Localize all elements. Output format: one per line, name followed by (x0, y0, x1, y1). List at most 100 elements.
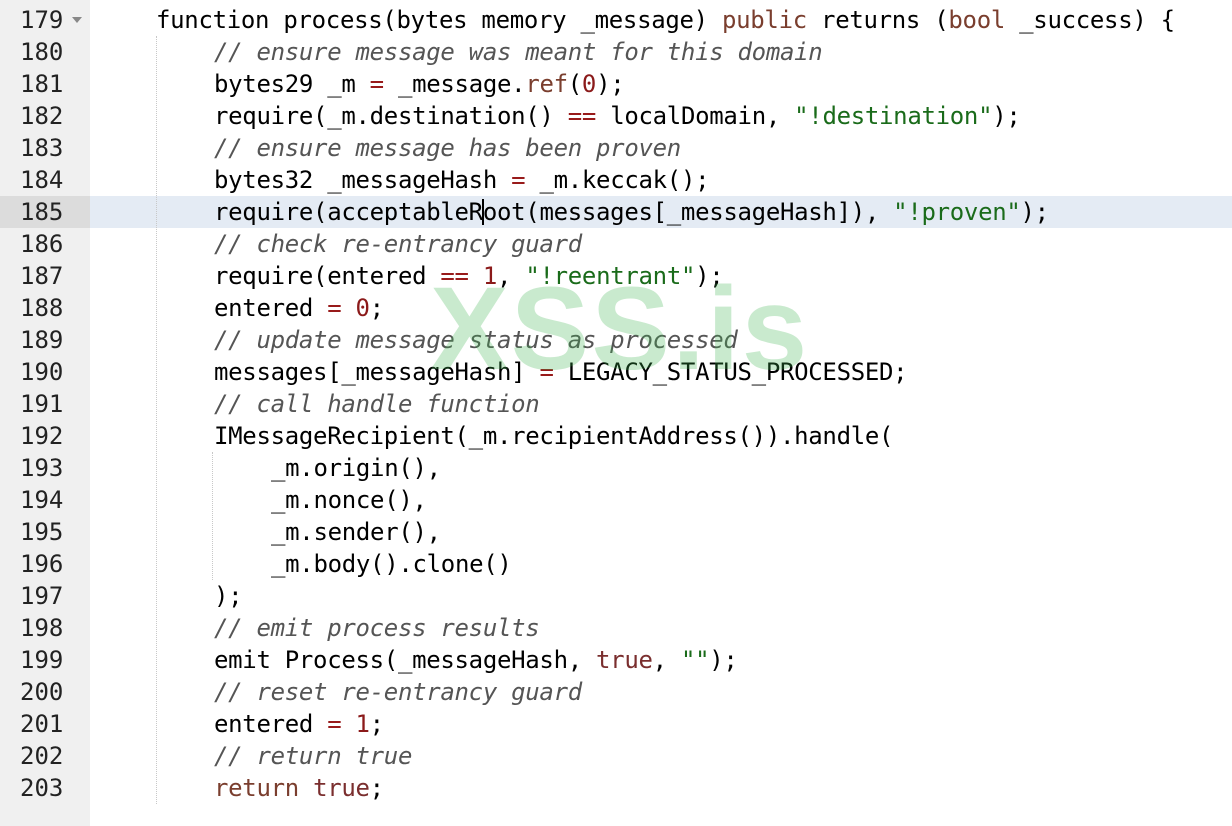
code-token: , (497, 262, 526, 290)
code-line[interactable]: 190 messages[_messageHash] = LEGACY_STATU… (0, 356, 1232, 388)
code-line[interactable]: 194 _m.nonce(), (0, 484, 1232, 516)
code-line-text: // check re-entrancy guard (214, 228, 582, 260)
code-token: // check re-entrancy guard (214, 230, 582, 258)
code-line[interactable]: 201 entered = 1; (0, 708, 1232, 740)
code-line[interactable]: 186 // check re-entrancy guard (0, 228, 1232, 260)
line-number: 181 (20, 70, 64, 98)
code-line-area: _m.origin(), (90, 452, 1232, 484)
code-line[interactable]: 200// reset re-entrancy guard (0, 676, 1232, 708)
code-line-text: require(_m.destination() == localDomain,… (214, 100, 1021, 132)
line-number: 182 (20, 102, 64, 130)
code-line-area: return true; (90, 772, 1232, 804)
code-line[interactable]: 196_m.body().clone() (0, 548, 1232, 580)
code-line[interactable]: 180// ensure message was meant for this … (0, 36, 1232, 68)
code-line-area: messages[_messageHash] = LEGACY_STATUS_P… (90, 356, 1232, 388)
code-line-text: _m.nonce(), (271, 484, 427, 516)
code-line-area: // reset re-entrancy guard (90, 676, 1232, 708)
code-line-text: _m.body().clone() (271, 548, 512, 580)
code-line-text: return true; (214, 772, 384, 804)
code-token: emit Process(_messageHash, (214, 646, 597, 674)
code-token: entered (214, 294, 328, 322)
line-number: 179 (20, 6, 64, 34)
code-line[interactable]: 193_m.origin(), (0, 452, 1232, 484)
code-token: _m.body().clone() (271, 550, 512, 578)
code-line[interactable]: 191// call handle function (0, 388, 1232, 420)
code-line-area: require(acceptableRoot(messages[_message… (90, 196, 1232, 228)
code-line-area: emit Process(_messageHash, true, ""); (90, 644, 1232, 676)
code-token: _m.nonce(), (271, 486, 427, 514)
code-line[interactable]: 192 IMessageRecipient(_m.recipientAddress… (0, 420, 1232, 452)
code-token: 0 (355, 294, 370, 322)
text-cursor (481, 199, 484, 225)
code-token (341, 294, 355, 322)
code-line[interactable]: 198// emit process results (0, 612, 1232, 644)
code-line-area: // update message status as processed (90, 324, 1232, 356)
code-token: public (721, 6, 807, 34)
code-token: // reset re-entrancy guard (214, 678, 582, 706)
code-line[interactable]: 182 require(_m.destination() == localDoma… (0, 100, 1232, 132)
code-line[interactable]: 199 emit Process(_messageHash, true, ""); (0, 644, 1232, 676)
line-number: 190 (20, 358, 64, 386)
line-number: 188 (20, 294, 64, 322)
code-token: ); (214, 582, 243, 610)
code-token: , (652, 646, 681, 674)
indent-guide (156, 36, 157, 804)
code-token: 0 (581, 70, 597, 98)
code-line-area: // ensure message was meant for this dom… (90, 36, 1232, 68)
line-number: 192 (20, 422, 64, 450)
fold-toggle-icon[interactable] (72, 17, 82, 23)
code-line-area: entered = 1; (90, 708, 1232, 740)
code-token: 1 (355, 710, 370, 738)
code-line-area: // ensure message has been proven (90, 132, 1232, 164)
code-token: // ensure message was meant for this dom… (214, 38, 823, 66)
code-token (341, 710, 355, 738)
code-line-area: // return true (90, 740, 1232, 772)
code-line-area: require(_m.destination() == localDomain,… (90, 100, 1232, 132)
code-line[interactable]: 188 entered = 0; (0, 292, 1232, 324)
line-number: 199 (20, 646, 64, 674)
code-line-area: _m.sender(), (90, 516, 1232, 548)
code-token: _message. (383, 70, 526, 98)
code-line-text: entered = 0; (214, 292, 384, 324)
code-token: entered (214, 710, 328, 738)
code-token: // call handle function (214, 390, 540, 418)
code-token: ); (709, 646, 738, 674)
code-token: ); (992, 102, 1021, 130)
line-number: 186 (20, 230, 64, 258)
line-number: 197 (20, 582, 64, 610)
code-line[interactable]: 183// ensure message has been proven (0, 132, 1232, 164)
code-line[interactable]: 197); (0, 580, 1232, 612)
code-token: ); (1020, 198, 1050, 226)
code-token: // update message status as processed (214, 326, 738, 354)
line-number: 201 (20, 710, 64, 738)
code-line[interactable]: 202// return true (0, 740, 1232, 772)
code-line-area: _m.nonce(), (90, 484, 1232, 516)
code-token: // return true (214, 742, 413, 770)
line-number: 194 (20, 486, 64, 514)
code-token: // emit process results (214, 614, 540, 642)
code-token: = (369, 70, 384, 98)
code-token: IMessageRecipient(_m.recipientAddress())… (214, 422, 894, 450)
code-token: localDomain, (596, 102, 795, 130)
code-line-area: _m.body().clone() (90, 548, 1232, 580)
code-line-text: // call handle function (214, 388, 540, 420)
code-line[interactable]: 189// update message status as processed (0, 324, 1232, 356)
code-token: _success) { (1005, 6, 1175, 34)
code-line[interactable]: 195_m.sender(), (0, 516, 1232, 548)
code-line-text: entered = 1; (214, 708, 384, 740)
line-number: 185 (0, 196, 90, 228)
line-number: 187 (20, 262, 64, 290)
code-token: "" (680, 646, 710, 674)
code-line-area: // emit process results (90, 612, 1232, 644)
code-token (469, 262, 483, 290)
code-line-area: IMessageRecipient(_m.recipientAddress())… (90, 420, 1232, 452)
code-token: true (313, 774, 370, 802)
